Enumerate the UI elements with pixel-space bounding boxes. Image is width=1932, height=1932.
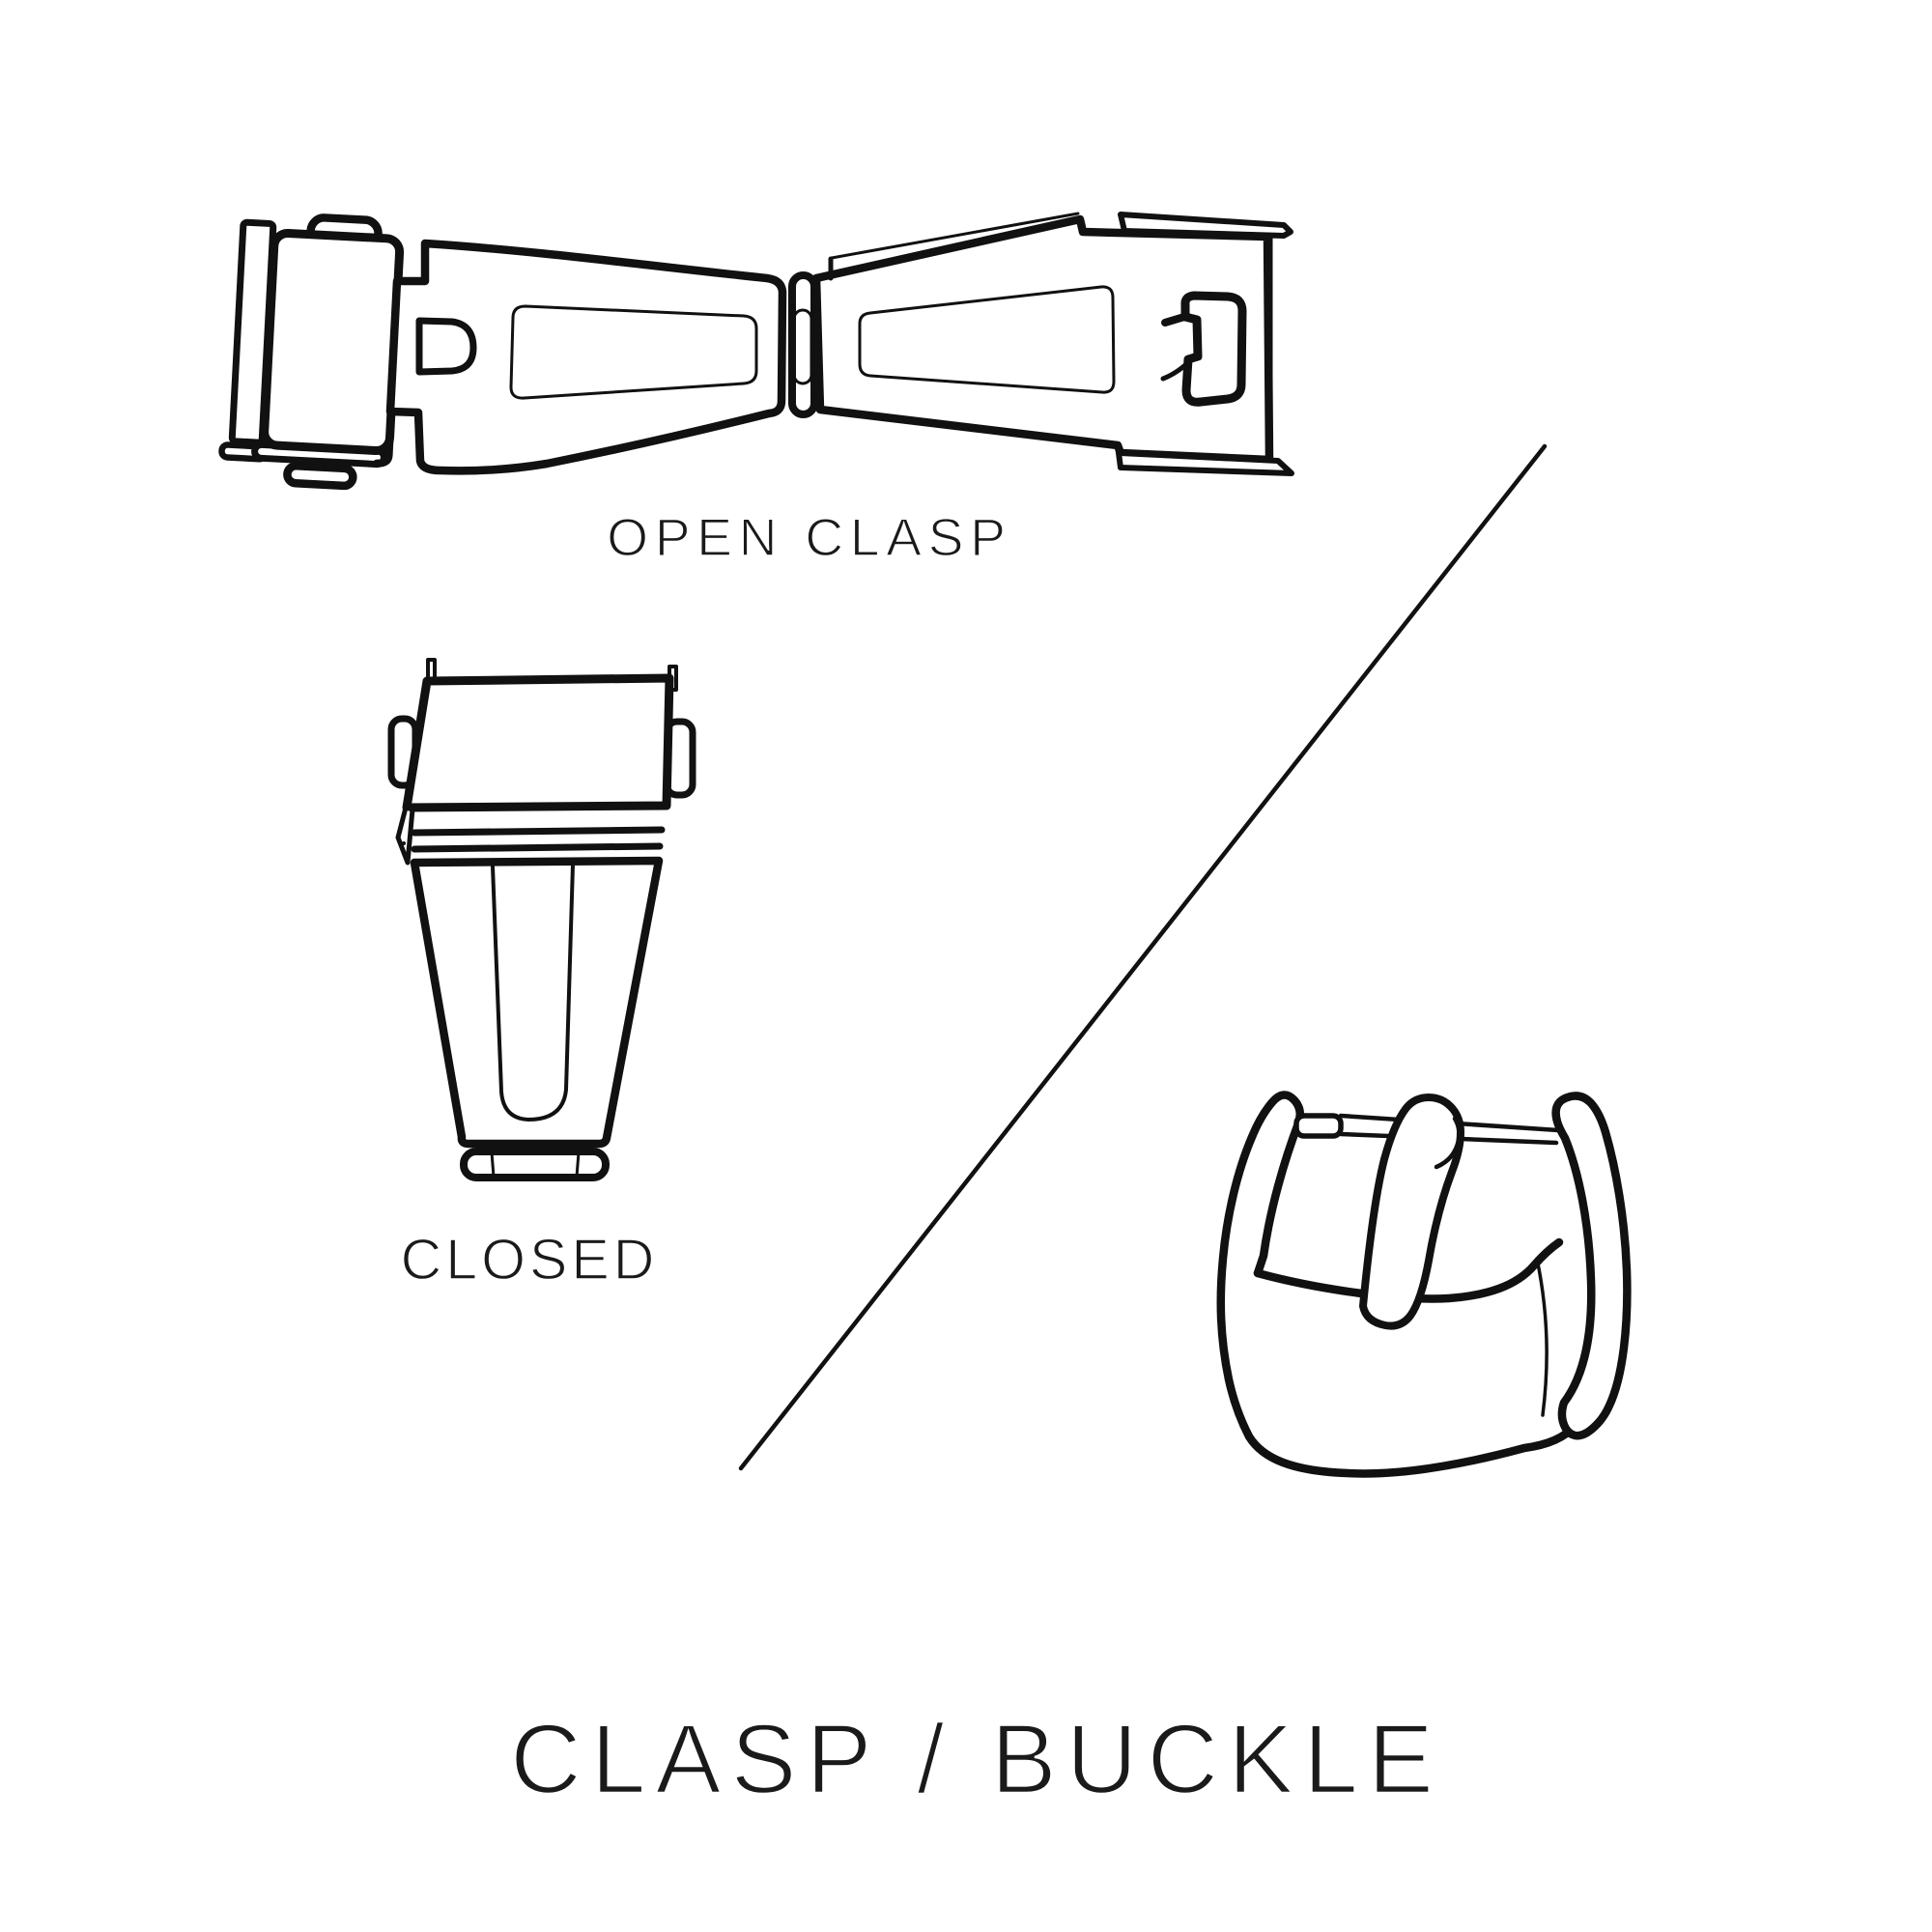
svg-text:OPEN CLASP: OPEN CLASP: [607, 507, 1012, 567]
svg-text:CLASP / BUCKLE: CLASP / BUCKLE: [510, 1704, 1443, 1814]
svg-text:CLOSED: CLOSED: [401, 1228, 659, 1292]
